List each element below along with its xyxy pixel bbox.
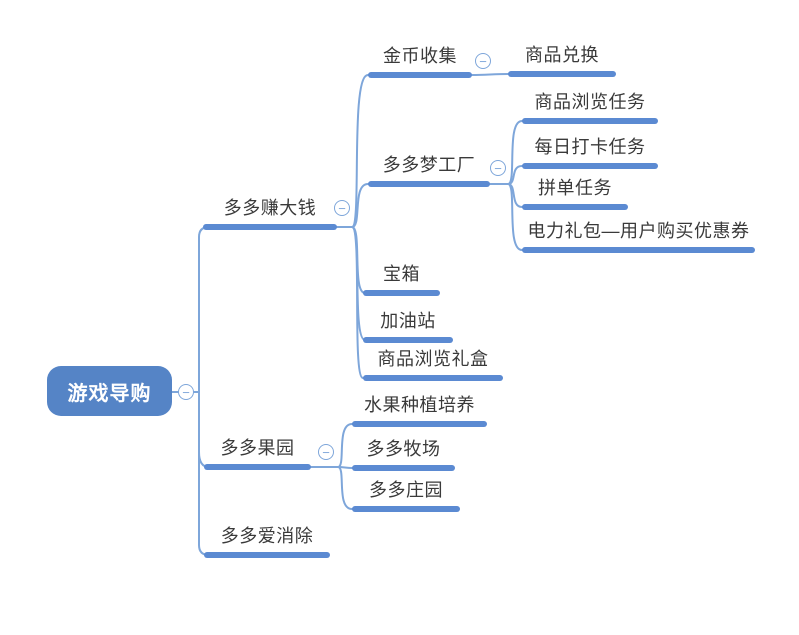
node-manor[interactable]: 多多庄园: [352, 479, 460, 512]
node-gas-station[interactable]: 加油站: [363, 310, 453, 343]
node-underline: [352, 421, 487, 427]
node-label: 加油站: [380, 311, 436, 331]
node-browse-giftbox[interactable]: 商品浏览礼盒: [363, 348, 503, 381]
edge-coin-to-exchange: [471, 73, 509, 76]
node-underline: [522, 204, 628, 210]
node-label: 宝箱: [383, 264, 420, 284]
node-label: 水果种植培养: [364, 395, 475, 415]
node-treasure-chest[interactable]: 宝箱: [363, 263, 440, 296]
edge-orchard-to-fruit: [337, 423, 353, 468]
collapse-button-root[interactable]: −: [178, 384, 194, 400]
node-label: 多多庄园: [369, 480, 443, 500]
node-underline: [522, 118, 658, 124]
node-label: 金币收集: [383, 46, 457, 66]
node-daily-checkin-task[interactable]: 每日打卡任务: [522, 136, 658, 169]
node-underline: [508, 71, 616, 77]
node-underline: [363, 337, 453, 343]
node-dream-factory[interactable]: 多多梦工厂: [368, 154, 490, 187]
node-underline: [352, 465, 455, 471]
collapse-button-dream-factory[interactable]: −: [490, 160, 506, 176]
node-label: 多多牧场: [366, 439, 441, 459]
node-underline: [363, 375, 503, 381]
collapse-button-coin-collect[interactable]: −: [475, 53, 491, 69]
node-label: 多多果园: [220, 438, 295, 458]
node-ranch[interactable]: 多多牧场: [352, 438, 455, 471]
edge-zhuan-to-giftbox: [351, 226, 364, 379]
node-browse-task[interactable]: 商品浏览任务: [522, 91, 658, 124]
node-underline: [204, 552, 330, 558]
node-match-elimination[interactable]: 多多爱消除: [204, 525, 330, 558]
node-coin-collect[interactable]: 金币收集: [368, 45, 472, 78]
node-label: 商品浏览礼盒: [377, 349, 489, 369]
edge-zhuan-to-coin: [351, 74, 369, 228]
collapse-button-make-big-money[interactable]: −: [334, 200, 350, 216]
node-fruit-planting[interactable]: 水果种植培养: [352, 394, 487, 427]
node-make-big-money[interactable]: 多多赚大钱: [203, 197, 337, 230]
edge-factory-to-browse: [507, 120, 523, 185]
node-label: 拼单任务: [538, 178, 612, 198]
node-label: 多多梦工厂: [382, 155, 476, 175]
edge-orchard-to-manor: [337, 466, 353, 510]
node-underline: [368, 72, 472, 78]
node-label: 电力礼包—用户购买优惠券: [527, 221, 750, 241]
collapse-button-orchard[interactable]: −: [318, 444, 334, 460]
root-node-game-shopping-guide[interactable]: 游戏导购: [47, 366, 172, 416]
node-underline: [522, 247, 755, 253]
node-group-order-task[interactable]: 拼单任务: [522, 177, 628, 210]
edge-zhuan-to-factory: [351, 183, 369, 228]
edge-trunk: [198, 226, 210, 556]
node-underline: [204, 464, 311, 470]
root-node-label: 游戏导购: [67, 382, 152, 405]
node-underline: [203, 224, 337, 230]
node-orchard[interactable]: 多多果园: [204, 437, 311, 470]
node-underline: [522, 163, 658, 169]
node-label: 商品兑换: [525, 45, 599, 65]
node-label: 每日打卡任务: [534, 137, 646, 157]
edge-factory-to-power: [507, 183, 523, 251]
node-label: 多多爱消除: [220, 526, 314, 546]
node-goods-exchange[interactable]: 商品兑换: [508, 44, 616, 77]
node-label: 商品浏览任务: [534, 92, 646, 112]
node-power-gift-coupon[interactable]: 电力礼包—用户购买优惠券: [522, 220, 755, 253]
node-underline: [363, 290, 440, 296]
node-label: 多多赚大钱: [223, 198, 317, 218]
node-underline: [352, 506, 460, 512]
node-underline: [368, 181, 490, 187]
